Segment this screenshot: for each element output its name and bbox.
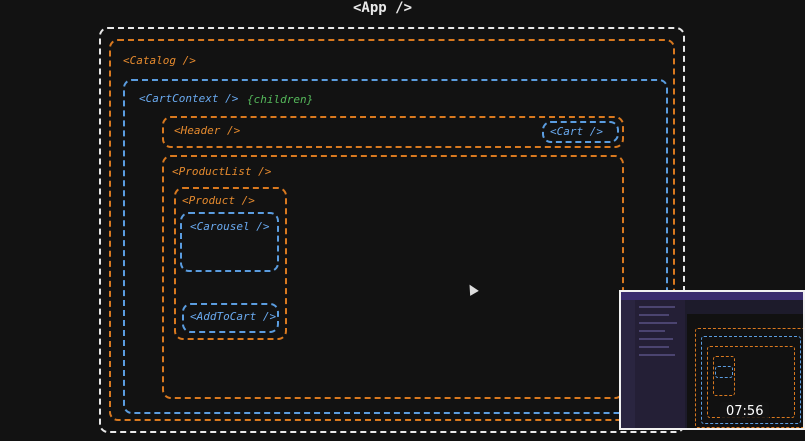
app-label: <App /> — [353, 0, 413, 16]
video-timestamp: 07:56 — [720, 402, 770, 421]
cart-box — [542, 121, 619, 143]
video-thumbnail[interactable] — [619, 290, 805, 430]
addtocart-label: <AddToCart /> — [190, 310, 277, 323]
productlist-label: <ProductList /> — [172, 165, 272, 178]
carousel-box — [180, 212, 279, 272]
carousel-label: <Carousel /> — [190, 220, 270, 233]
cartcontext-label: <CartContext /> — [139, 92, 239, 105]
product-box — [174, 187, 287, 340]
children-label: {children} — [247, 93, 314, 106]
cart-label: <Cart /> — [550, 125, 603, 138]
addtocart-box — [182, 303, 279, 333]
productlist-box — [162, 155, 624, 399]
app-box — [99, 27, 685, 433]
thumbnail-panel — [635, 300, 685, 428]
thumbnail-titlebar — [621, 292, 803, 300]
header-label: <Header /> — [174, 124, 241, 137]
thumbnail-sidebar — [621, 300, 635, 428]
cartcontext-box — [123, 79, 668, 414]
catalog-box — [109, 39, 675, 421]
product-label: <Product /> — [182, 194, 255, 207]
header-box — [162, 116, 624, 148]
catalog-label: <Catalog /> — [123, 54, 196, 67]
